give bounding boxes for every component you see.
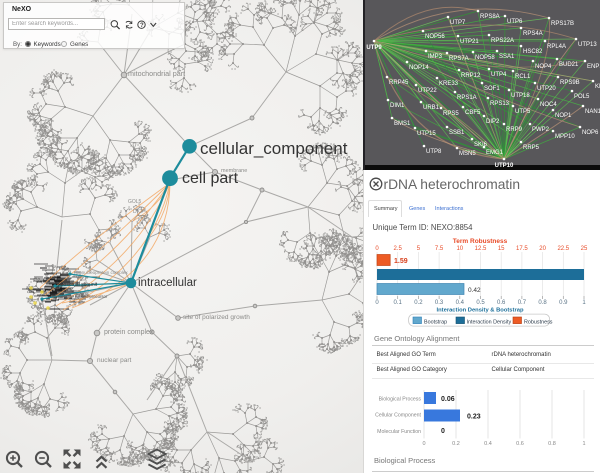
svg-text:UTP8: UTP8: [426, 149, 442, 155]
svg-text:0: 0: [375, 300, 379, 306]
svg-text:0.5: 0.5: [476, 300, 485, 306]
svg-text:RPS9B: RPS9B: [560, 80, 580, 86]
svg-text:0.3: 0.3: [435, 300, 444, 306]
svg-text:0.2: 0.2: [414, 300, 423, 306]
svg-text:RCL1: RCL1: [515, 74, 531, 80]
svg-text:0.8: 0.8: [538, 300, 547, 306]
svg-text:NOP56: NOP56: [425, 34, 445, 40]
svg-text:?: ?: [140, 23, 144, 29]
svg-text:NOC4: NOC4: [540, 102, 557, 108]
svg-text:MSN5: MSN5: [459, 151, 476, 157]
svg-text:15: 15: [498, 246, 505, 252]
svg-text:RPS4A: RPS4A: [523, 31, 543, 37]
svg-text:Robustness: Robustness: [524, 319, 553, 325]
svg-text:0.23: 0.23: [467, 414, 481, 421]
svg-text:UTP20: UTP20: [537, 86, 556, 92]
svg-text:17.5: 17.5: [516, 246, 528, 252]
svg-text:RPS17B: RPS17B: [551, 21, 574, 27]
svg-text:0.8: 0.8: [548, 441, 556, 447]
svg-text:RPS5: RPS5: [443, 111, 459, 117]
svg-text:1.59: 1.59: [394, 258, 408, 265]
svg-text:RPL4A: RPL4A: [547, 44, 566, 50]
svg-text:UTP21: UTP21: [460, 39, 479, 45]
svg-text:RPS8A: RPS8A: [480, 14, 500, 20]
svg-text:DIM1: DIM1: [390, 103, 405, 109]
svg-text:DIP2: DIP2: [486, 119, 500, 125]
svg-text:UTP13: UTP13: [578, 42, 597, 48]
svg-text:SSA1: SSA1: [499, 54, 515, 60]
svg-text:UTP7: UTP7: [450, 20, 466, 26]
svg-text:0: 0: [441, 428, 445, 435]
svg-text:HSC82: HSC82: [523, 49, 543, 55]
svg-text:UTP6: UTP6: [507, 19, 523, 25]
svg-text:Cellular Component: Cellular Component: [375, 413, 421, 419]
svg-text:UTP9: UTP9: [366, 45, 382, 51]
svg-text:Molecular Function: Molecular Function: [377, 429, 421, 435]
svg-text:SKI6: SKI6: [474, 142, 488, 148]
svg-text:RRP9: RRP9: [506, 127, 523, 133]
svg-text:EMG1: EMG1: [486, 150, 504, 156]
svg-text:RRP5: RRP5: [523, 145, 540, 151]
svg-text:UTP18: UTP18: [511, 93, 530, 99]
svg-text:URB1: URB1: [423, 105, 440, 111]
svg-text:2.5: 2.5: [394, 246, 403, 252]
svg-text:25: 25: [581, 246, 588, 252]
svg-text:Biological Process: Biological Process: [379, 397, 422, 403]
svg-text:7.5: 7.5: [435, 246, 444, 252]
svg-text:BUD21: BUD21: [559, 62, 579, 68]
svg-text:RRP12: RRP12: [461, 73, 481, 79]
svg-text:0.9: 0.9: [559, 300, 568, 306]
svg-text:NOP4: NOP4: [535, 64, 552, 70]
svg-text:NOP6: NOP6: [582, 130, 599, 136]
svg-text:5: 5: [417, 246, 421, 252]
svg-text:BMS1: BMS1: [394, 121, 411, 127]
svg-text:10: 10: [456, 246, 463, 252]
svg-text:UTP4: UTP4: [491, 72, 507, 78]
svg-text:Bootstrap: Bootstrap: [424, 319, 447, 325]
svg-text:RPS13: RPS13: [490, 101, 510, 107]
svg-text:SOF1: SOF1: [484, 86, 500, 92]
svg-text:SSB1: SSB1: [449, 130, 465, 136]
svg-text:NAN1: NAN1: [585, 109, 600, 115]
svg-text:RPS22A: RPS22A: [491, 38, 514, 44]
svg-text:NOP58: NOP58: [475, 55, 495, 61]
svg-text:0.4: 0.4: [456, 300, 465, 306]
svg-text:0.42: 0.42: [468, 287, 481, 294]
svg-text:Interaction Density & Bootstra: Interaction Density & Bootstrap: [437, 308, 524, 314]
svg-text:1: 1: [582, 300, 586, 306]
svg-text:12.5: 12.5: [475, 246, 487, 252]
svg-text:UTP15: UTP15: [417, 131, 436, 137]
svg-text:0.7: 0.7: [518, 300, 527, 306]
svg-text:KRE33: KRE33: [439, 81, 459, 87]
svg-text:0.1: 0.1: [394, 300, 403, 306]
svg-text:IMP3: IMP3: [428, 54, 443, 60]
svg-text:UTP10: UTP10: [495, 163, 514, 169]
svg-text:0.06: 0.06: [441, 396, 455, 403]
svg-text:RPS1A: RPS1A: [457, 95, 477, 101]
svg-text:PWP2: PWP2: [532, 127, 550, 133]
svg-text:0: 0: [375, 246, 379, 252]
svg-text:20: 20: [539, 246, 546, 252]
svg-text:RPS7A: RPS7A: [449, 56, 469, 62]
svg-text:0.6: 0.6: [497, 300, 506, 306]
svg-text:NOP1: NOP1: [555, 113, 572, 119]
svg-text:0.2: 0.2: [452, 441, 460, 447]
svg-text:0.6: 0.6: [516, 441, 524, 447]
svg-text:RRP45: RRP45: [389, 80, 409, 86]
svg-text:1: 1: [582, 441, 585, 447]
svg-text:UTP22: UTP22: [418, 88, 437, 94]
svg-text:22.5: 22.5: [557, 246, 569, 252]
svg-text:UTP5: UTP5: [515, 109, 531, 115]
svg-text:Term Robustness: Term Robustness: [453, 238, 508, 245]
svg-text:CBF5: CBF5: [465, 110, 481, 116]
svg-text:0: 0: [422, 441, 425, 447]
svg-text:POL5: POL5: [574, 94, 590, 100]
svg-text:Interaction Density: Interaction Density: [467, 319, 512, 325]
svg-text:NOP14: NOP14: [409, 65, 429, 71]
svg-text:MPP10: MPP10: [555, 134, 575, 140]
svg-text:0.4: 0.4: [484, 441, 492, 447]
svg-text:KRE: KRE: [595, 84, 600, 90]
svg-text:ENP1: ENP1: [587, 64, 600, 70]
